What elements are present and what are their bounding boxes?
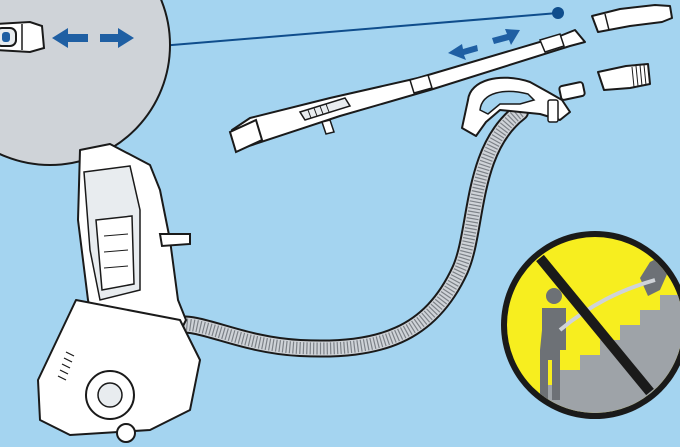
inset-wand-end bbox=[0, 22, 44, 52]
vacuum-rear-wheel bbox=[117, 424, 135, 442]
